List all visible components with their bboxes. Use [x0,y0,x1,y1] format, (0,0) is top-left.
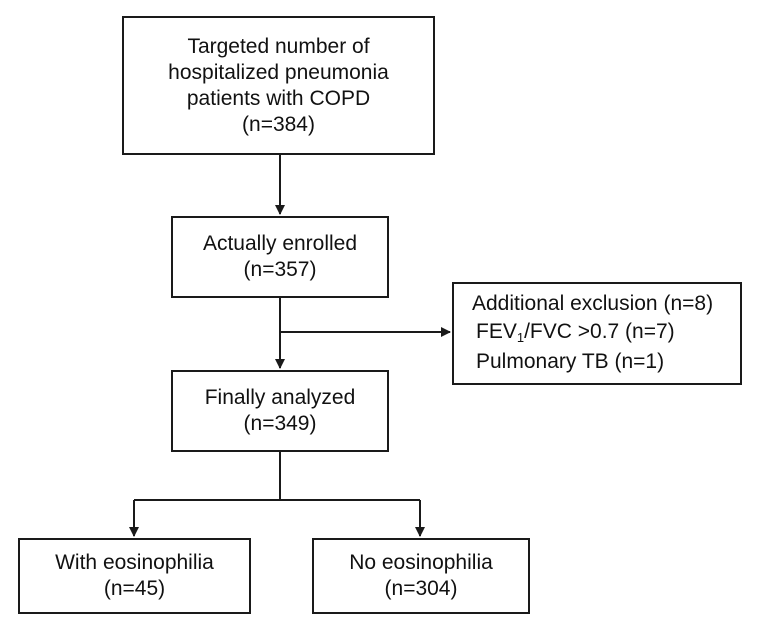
exclusion-title: Additional exclusion (n=8) [472,291,714,315]
analyzed-label: Finally analyzed [204,386,356,409]
box-exclusion: Additional exclusion (n=8) FEV1/FVC >0.7… [452,282,742,385]
fev-subscript: 1 [516,329,525,345]
exclusion-tb-item: Pulmonary TB (n=1) [476,349,665,373]
analyzed-count: (n=349) [243,412,317,435]
targeted-line-1: Targeted number of [187,34,370,58]
targeted-count: (n=384) [242,112,315,136]
fev-prefix: FEV [476,319,517,343]
box-analyzed: Finally analyzed (n=349) [171,370,389,452]
enrolled-label: Actually enrolled [202,232,358,255]
exclusion-fev-item: FEV1/FVC >0.7 (n=7) [476,317,675,347]
box-no-eosinophilia: No eosinophilia (n=304) [312,538,530,614]
box-targeted: Targeted number of hospitalized pneumoni… [122,16,435,155]
fev-suffix: /FVC >0.7 (n=7) [524,319,675,343]
box-with-eosinophilia: With eosinophilia (n=45) [18,538,251,614]
enrolled-count: (n=357) [243,258,317,281]
box-enrolled: Actually enrolled (n=357) [171,216,389,298]
no-eosinophilia-count: (n=304) [384,577,458,600]
targeted-line-2: hospitalized pneumonia [168,60,389,84]
targeted-line-3: patients with COPD [186,86,371,110]
with-eosinophilia-count: (n=45) [103,577,166,600]
no-eosinophilia-label: No eosinophilia [349,551,493,574]
with-eosinophilia-label: With eosinophilia [55,551,214,574]
